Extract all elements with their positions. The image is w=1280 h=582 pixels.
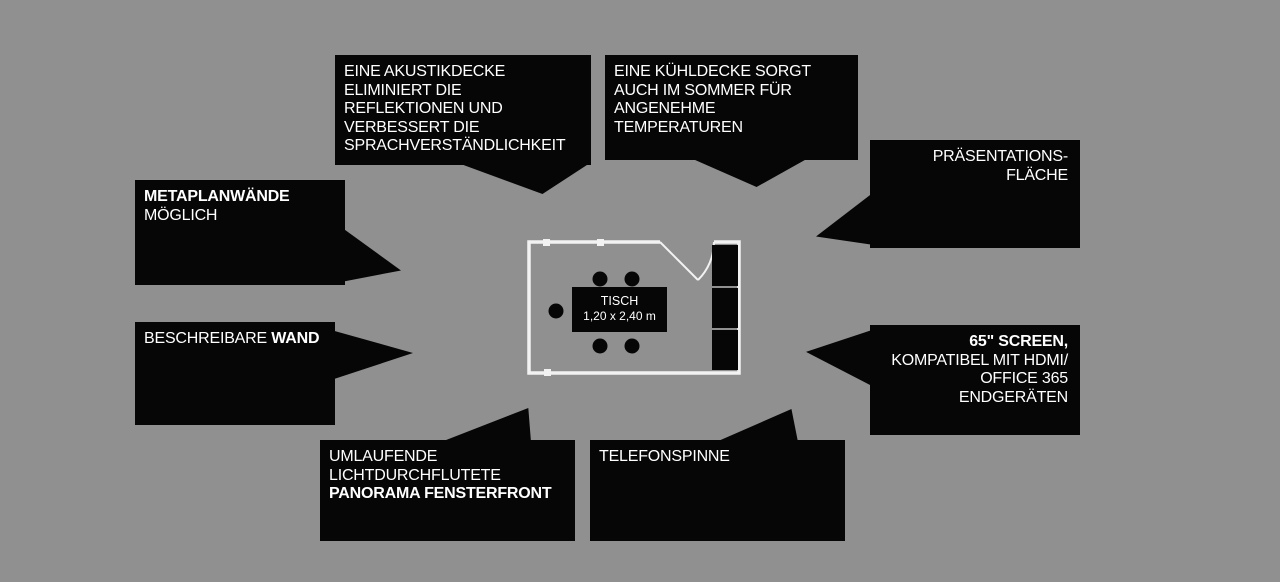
callout-praesentationsflaeche-line-1: PRÄSENTATIONS- xyxy=(932,148,1068,165)
callout-kuehldecke: EINE KÜHLDECKE SORGT AUCH IM SOMMER FÜR … xyxy=(605,55,858,160)
callout-akustikdecke-line-3: REFLEKTIONEN UND xyxy=(344,100,503,117)
callout-screen-line-bold: 65" SCREEN, xyxy=(969,333,1068,350)
callout-metaplanwaende-line-bold: METAPLANWÄNDE xyxy=(144,188,290,205)
callout-screen-line-3: ENDGERÄTEN xyxy=(958,388,1068,406)
callout-kuehldecke-line-1: EINE KÜHLDECKE SORGT xyxy=(614,63,811,80)
callout-akustikdecke-line-2: ELIMINIERT DIE xyxy=(344,81,462,99)
chair-bottom-right xyxy=(624,338,640,354)
callout-kuehldecke-line-3: ANGENEHME xyxy=(614,100,716,117)
callout-screen-line-1: KOMPATIBEL MIT HDMI/ xyxy=(891,351,1068,369)
callout-telefonspinne: TELEFONSPINNE xyxy=(590,440,845,541)
callout-beschreibbare-wand-text-bold: WAND xyxy=(271,330,320,347)
callout-fensterfront-line-bold: PANORAMA FENSTERFRONT xyxy=(329,485,552,502)
chair-bottom-left xyxy=(592,338,608,354)
callout-beschreibbare-wand-line: BESCHREIBARE WAND xyxy=(144,330,326,349)
floorplan-drawing xyxy=(527,239,741,376)
table-name: TISCH xyxy=(600,294,639,308)
callout-beschreibbare-wand: BESCHREIBARE WAND xyxy=(135,322,335,425)
callout-metaplanwaende: METAPLANWÄNDE MÖGLICH xyxy=(135,180,345,285)
callout-metaplanwaende-pointer xyxy=(341,227,401,282)
callout-fensterfront-line-1: UMLAUFENDE xyxy=(329,448,438,465)
callout-akustikdecke-line-4: VERBESSERT DIE xyxy=(344,118,480,136)
wall-tick-3 xyxy=(544,369,551,376)
callout-kuehldecke-pointer xyxy=(686,156,812,187)
screen-cabinet-middle xyxy=(712,288,738,328)
callout-kuehldecke-line-2: AUCH IM SOMMER FÜR xyxy=(614,81,792,99)
callout-akustikdecke-line-1: EINE AKUSTIKDECKE xyxy=(344,63,506,80)
door-leaf xyxy=(659,241,699,281)
door-swing-arc xyxy=(697,241,715,281)
chair-top-right xyxy=(624,271,640,287)
chair-top-left xyxy=(592,271,608,287)
callout-fensterfront-line-2: LICHTDURCHFLUTETE xyxy=(329,466,501,484)
callout-metaplanwaende-line-regular: MÖGLICH xyxy=(144,206,218,224)
wall-tick-1 xyxy=(543,239,550,246)
callout-telefonspinne-pointer xyxy=(716,409,798,442)
callout-praesentationsflaeche-pointer xyxy=(816,192,874,245)
callout-telefonspinne-label: TELEFONSPINNE xyxy=(599,448,730,465)
callout-praesentationsflaeche-line-2: FLÄCHE xyxy=(1006,166,1068,184)
callout-screen-line-2: OFFICE 365 xyxy=(980,370,1068,387)
floorplan: TISCH 1,20 x 2,40 m xyxy=(526,239,743,376)
callout-kuehldecke-line-4: TEMPERATUREN xyxy=(614,118,743,136)
wall-tick-2 xyxy=(597,239,604,246)
callout-akustikdecke-line-5: SPRACHVERSTÄNDLICHKEIT xyxy=(344,137,566,154)
callout-fensterfront-pointer xyxy=(441,408,531,442)
table: TISCH 1,20 x 2,40 m xyxy=(572,287,667,332)
callout-beschreibbare-wand-text: BESCHREIBARE xyxy=(144,330,272,347)
chair-left xyxy=(548,303,564,319)
callout-akustikdecke: EINE AKUSTIKDECKE ELIMINIERT DIE REFLEKT… xyxy=(335,55,591,165)
screen-cabinet-top xyxy=(712,245,738,286)
callout-screen-pointer xyxy=(806,330,872,386)
callout-fensterfront: UMLAUFENDE LICHTDURCHFLUTETE PANORAMA FE… xyxy=(320,440,575,541)
table-dimensions: 1,20 x 2,40 m xyxy=(583,309,656,323)
callout-screen: 65" SCREEN, KOMPATIBEL MIT HDMI/ OFFICE … xyxy=(870,325,1080,435)
callout-praesentationsflaeche: PRÄSENTATIONS- FLÄCHE xyxy=(870,140,1080,248)
callout-beschreibbare-wand-pointer xyxy=(331,330,413,380)
screen-cabinet-bottom xyxy=(712,330,738,370)
room-walls xyxy=(527,240,741,375)
callout-akustikdecke-pointer xyxy=(458,163,590,194)
